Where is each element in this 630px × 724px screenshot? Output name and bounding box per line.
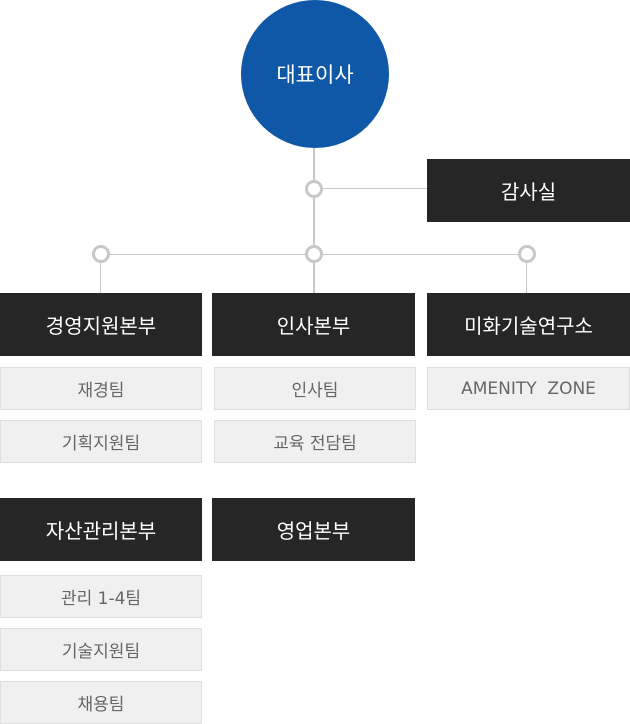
division-sales: 영업본부: [212, 498, 415, 561]
team-box: 인사팀: [214, 367, 416, 410]
connector-line: [314, 188, 428, 189]
team-box: 관리 1-4팀: [0, 575, 202, 618]
division-asset-management: 자산관리본부: [0, 498, 202, 561]
connector-line: [313, 148, 315, 293]
node-dot: [305, 245, 323, 263]
team-box: 채용팀: [0, 681, 202, 724]
audit-office-box: 감사실: [427, 159, 630, 222]
connector-line: [526, 254, 527, 293]
team-box: 재경팀: [0, 367, 202, 410]
ceo-node: 대표이사: [241, 0, 389, 148]
division-research-lab: 미화기술연구소: [427, 293, 630, 356]
node-dot: [92, 245, 110, 263]
connector-line: [100, 254, 101, 293]
team-box: AMENITY ZONE: [427, 367, 630, 410]
node-dot: [518, 245, 536, 263]
team-box: 교육 전담팀: [214, 420, 416, 463]
team-box: 기술지원팀: [0, 628, 202, 671]
division-hr: 인사본부: [212, 293, 415, 356]
team-box: 기획지원팀: [0, 420, 202, 463]
division-management-support: 경영지원본부: [0, 293, 202, 356]
node-dot: [305, 180, 323, 198]
